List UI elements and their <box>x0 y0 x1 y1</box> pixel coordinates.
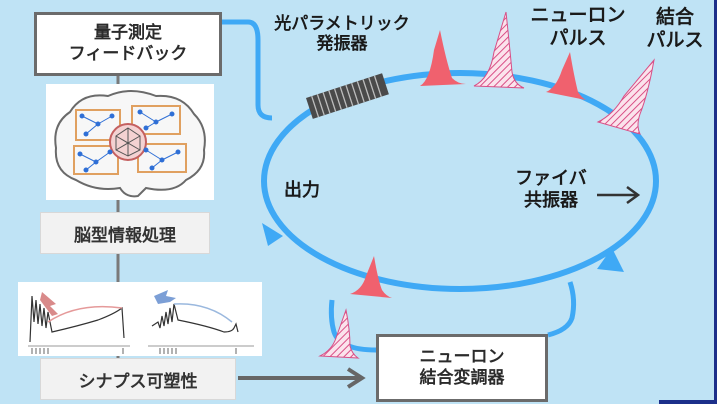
bottom-edge-strip <box>659 400 714 404</box>
brain-processing-label: 脳型情報処理 <box>40 212 210 254</box>
ring-to-modulator-line <box>547 281 577 338</box>
opo-label-line1: 光パラメトリック <box>274 14 410 34</box>
coupling-pulse-label-line1: 結合 <box>655 6 694 28</box>
output-label: 出力 <box>284 180 320 201</box>
quantum-feedback-line2: フィードバック <box>68 44 188 64</box>
neuron-pulse-2 <box>546 52 586 100</box>
quantum-feedback-line1: 量子測定 <box>94 22 162 43</box>
feedback-line <box>222 19 273 121</box>
fiber-resonator-label: ファイバ 共振器 <box>506 168 596 211</box>
opo-crystal <box>306 73 389 119</box>
neuron-pulse-label-line2: パルス <box>549 26 607 49</box>
neuron-pulse-label: ニューロン パルス <box>520 4 636 50</box>
coupling-pulse-2 <box>596 58 655 135</box>
fiber-resonator-label-line2: 共振器 <box>524 189 578 211</box>
opo-label: 光パラメトリック 発振器 <box>262 14 422 55</box>
neuron-coupling-modulator-box: ニューロン 結合変調器 <box>376 334 548 402</box>
modulator-line2: 結合変調器 <box>419 368 505 388</box>
coupling-pulse-1 <box>473 11 525 89</box>
modulator-to-ring-line <box>328 299 377 353</box>
opo-label-line2: 発振器 <box>316 34 368 55</box>
synapse-plasticity-label: シナプス可塑性 <box>40 358 236 400</box>
modulator-line1: ニューロン <box>419 346 505 367</box>
ring-arrow-left <box>262 223 283 246</box>
quantum-feedback-box: 量子測定 フィードバック <box>34 12 222 76</box>
synapse-waveform-panel <box>18 282 262 356</box>
ring-arrow-right <box>597 248 624 272</box>
right-edge-strip <box>714 0 717 404</box>
coupling-pulse-3 <box>318 308 360 359</box>
neuron-pulse-label-line1: ニューロン <box>530 4 626 26</box>
synapse-arrow-head <box>346 367 366 389</box>
fiber-resonator-label-line1: ファイバ <box>515 168 587 189</box>
neuron-pulse-1 <box>420 30 466 86</box>
fiber-arrow-head <box>626 185 641 205</box>
fiber-ring <box>261 70 659 292</box>
coupling-pulse-label-line2: パルス <box>646 28 704 51</box>
brain-illustration <box>54 90 206 198</box>
coupling-pulse-label: 結合 パルス <box>636 6 714 52</box>
synapse-waveform <box>28 290 254 354</box>
neuron-pulse-3 <box>350 256 392 298</box>
brain-panel <box>46 84 214 200</box>
